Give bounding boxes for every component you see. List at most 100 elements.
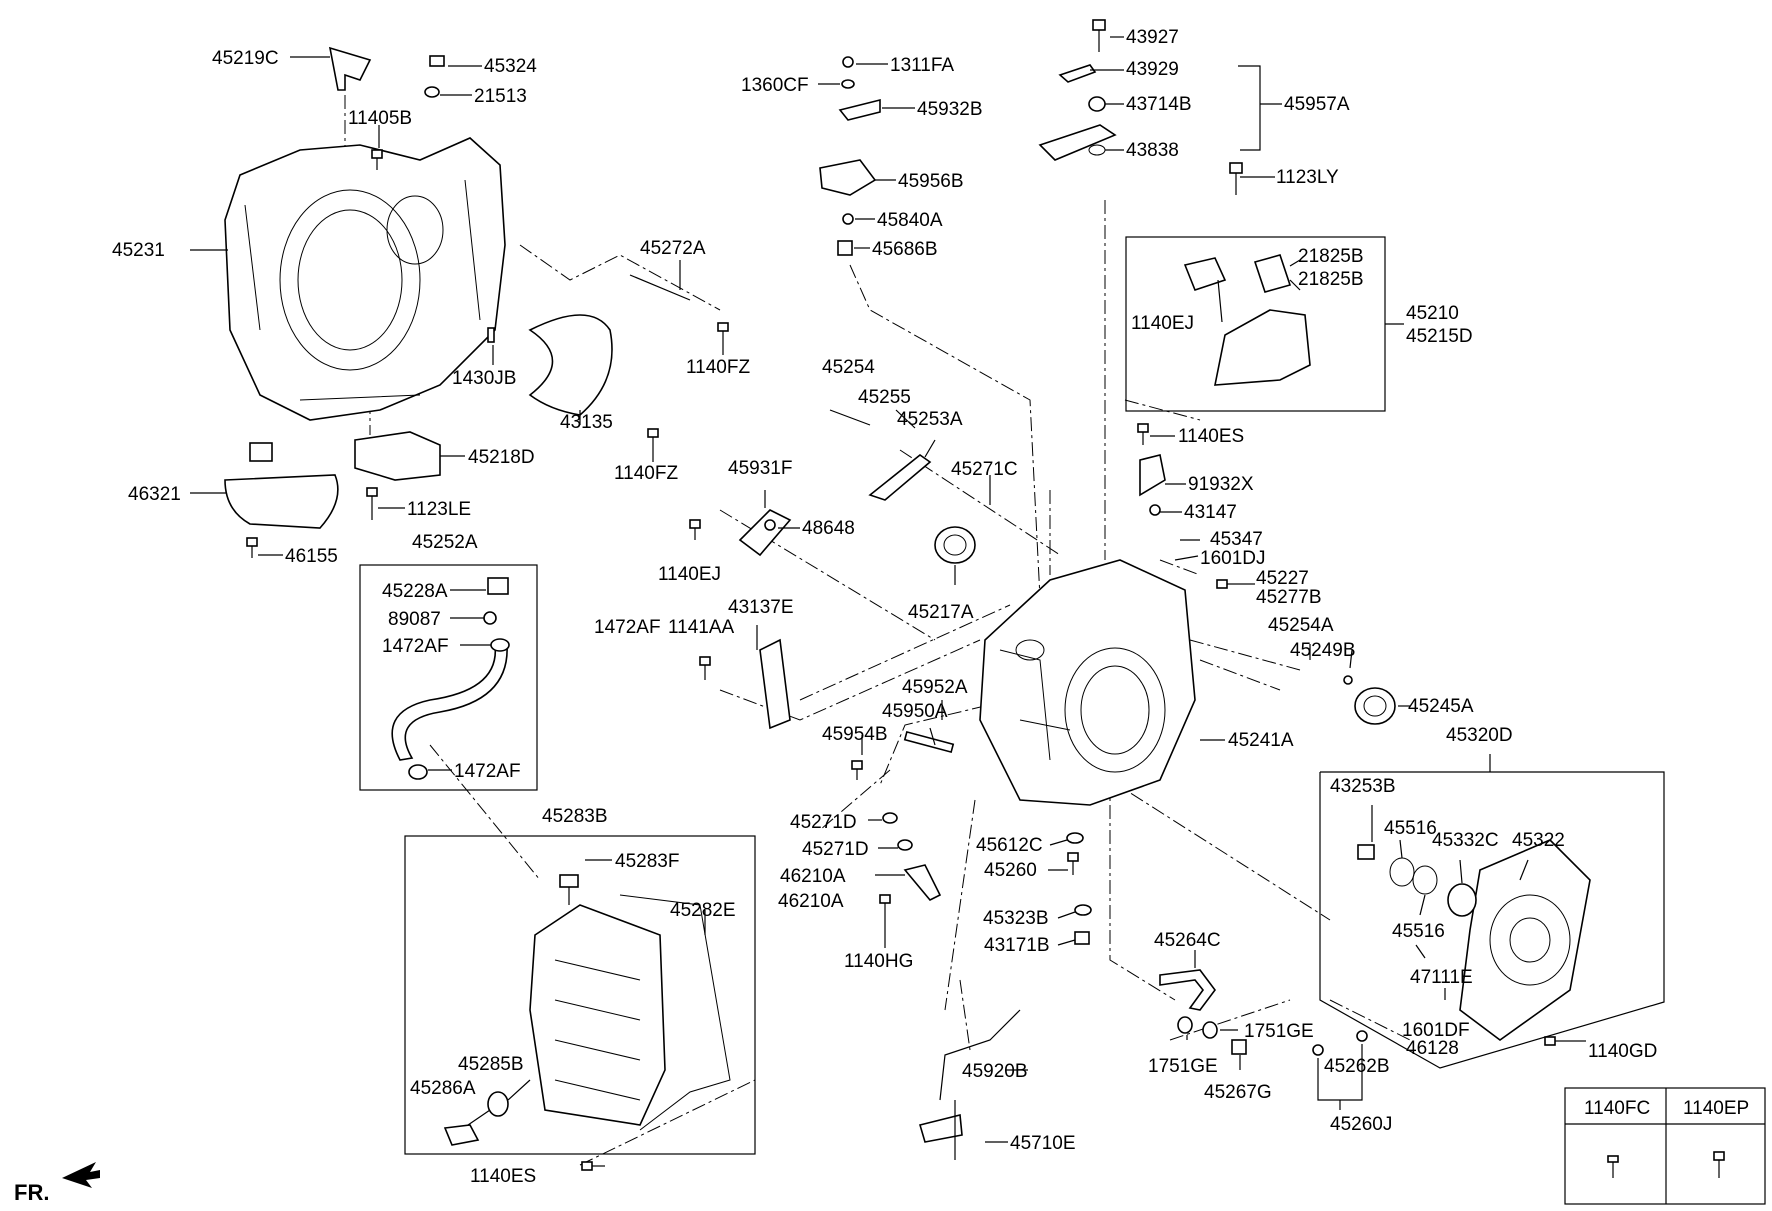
part-label-1123LE: 1123LE [407,499,471,520]
part-label-45272A: 45272A [640,238,706,259]
part-label-45332C: 45332C [1432,830,1499,851]
seal-45217A-inner [943,534,967,556]
part-label-45952A: 45952A [902,677,968,698]
lever-45957A [1038,124,1117,161]
part-label-45254A: 45254A [1268,615,1334,636]
transmission-case-45241A [979,559,1196,806]
pin-45272A [629,274,691,301]
washer-45323B [1074,904,1092,916]
legend-col-1140EP: 1140EP [1683,1098,1749,1119]
bar-45950A [903,730,955,754]
plug-43147 [1149,504,1161,516]
sensor-45956B [819,159,877,196]
bracket-45218D [354,431,441,481]
strainer-neck [249,442,273,462]
part-label-45283F: 45283F [615,851,679,872]
shield-43135 [528,314,613,416]
detent-45253A [868,454,932,501]
seal-45332C [1447,883,1477,917]
side-cover-group-box [1319,771,1665,1069]
bolt-icon [699,656,711,680]
part-label-1140ES: 1140ES [470,1166,536,1187]
bolt-icon [717,322,729,345]
part-label-45253A: 45253A [897,409,963,430]
washer-1360CF [841,79,855,89]
front-arrow-icon [62,1162,100,1188]
part-label-43253B: 43253B [1330,776,1396,797]
part-label-43137E: 43137E [728,597,794,618]
part-label-45323B: 45323B [983,908,1049,929]
oring-45516b [1412,865,1438,895]
part-label-45950A: 45950A [882,701,948,722]
part-label-21513: 21513 [474,86,527,107]
drain-plug-45283F [559,874,579,905]
part-label-45262B: 45262B [1324,1056,1390,1077]
lever-43929 [1058,64,1097,83]
washer-45612C [1066,832,1084,844]
part-label-45260: 45260 [984,860,1037,881]
bracket-91932X [1139,454,1166,497]
hose-group-box [359,564,538,791]
part-label-45228A: 45228A [382,581,448,602]
part-label-1311FA: 1311FA [890,55,954,76]
plug-45324 [429,55,445,67]
pin-45254 [829,409,871,426]
part-label-45932B: 45932B [917,99,983,120]
bolt-icon [647,428,659,450]
plug-43253B [1357,844,1375,860]
part-label-45282E: 45282E [670,900,736,921]
bolt-icon [1607,1155,1619,1178]
part-label-1140ES: 1140ES [1178,426,1244,447]
part-label-21825B: 21825B [1298,269,1364,290]
part-label-1140EJ: 1140EJ [1131,313,1194,334]
part-label-45271D: 45271D [802,839,869,860]
converter-housing-45231 [224,137,506,421]
seal-45245A [1354,687,1396,725]
part-label-45286A: 45286A [410,1078,476,1099]
bolt-icon [1137,423,1149,445]
part-label-45612C: 45612C [976,835,1043,856]
part-label-43838: 43838 [1126,140,1179,161]
bracket-45210 [1214,309,1311,386]
lever-45710E [918,1113,963,1143]
bolt-legend-table: 1140FC 1140EP [1564,1087,1766,1205]
part-label-43171B: 43171B [984,935,1050,956]
pin-1430JB [487,327,495,343]
part-label-45283B: 45283B [542,806,608,827]
part-label-1140HG: 1140HG [844,951,913,972]
bracket-45219C [328,46,372,91]
part-label-45920B: 45920B [962,1061,1028,1082]
fitting-45267G [1231,1039,1247,1055]
part-label-1601DJ: 1601DJ [1200,548,1266,569]
washer-21513 [424,86,440,98]
nut-1311FA [842,56,854,68]
part-label-45218D: 45218D [468,447,535,468]
side-cover-45322 [1459,839,1591,1041]
oring-45271D-b [897,839,913,851]
legend-col-1140FC: 1140FC [1584,1098,1650,1119]
part-label-21825B: 21825B [1298,246,1364,267]
bolt-icon [689,519,701,540]
connector-45228A [487,577,509,595]
part-label-48648: 48648 [802,518,855,539]
oil-pan-45283B [529,894,731,1131]
part-label-45516: 45516 [1384,818,1437,839]
part-label-45516: 45516 [1392,921,1445,942]
part-label-45264C: 45264C [1154,930,1221,951]
mount-21825B [1253,254,1292,293]
part-label-1751GE: 1751GE [1148,1056,1218,1077]
bolt-icon [851,760,863,780]
part-label-43147: 43147 [1184,502,1237,523]
part-label-1472AF: 1472AF [594,617,661,638]
part-label-45252A: 45252A [412,532,478,553]
part-label-1601DF: 1601DF [1402,1020,1470,1041]
bolt-icon [366,487,378,520]
part-label-45217A: 45217A [908,602,974,623]
part-label-45320D: 45320D [1446,725,1513,746]
part-label-45271C: 45271C [951,459,1018,480]
bolt-icon [1067,852,1079,875]
part-label-89087: 89087 [388,609,441,630]
clamp-89087 [483,611,497,625]
part-label-46321: 46321 [128,484,181,505]
part-label-45254: 45254 [822,357,875,378]
